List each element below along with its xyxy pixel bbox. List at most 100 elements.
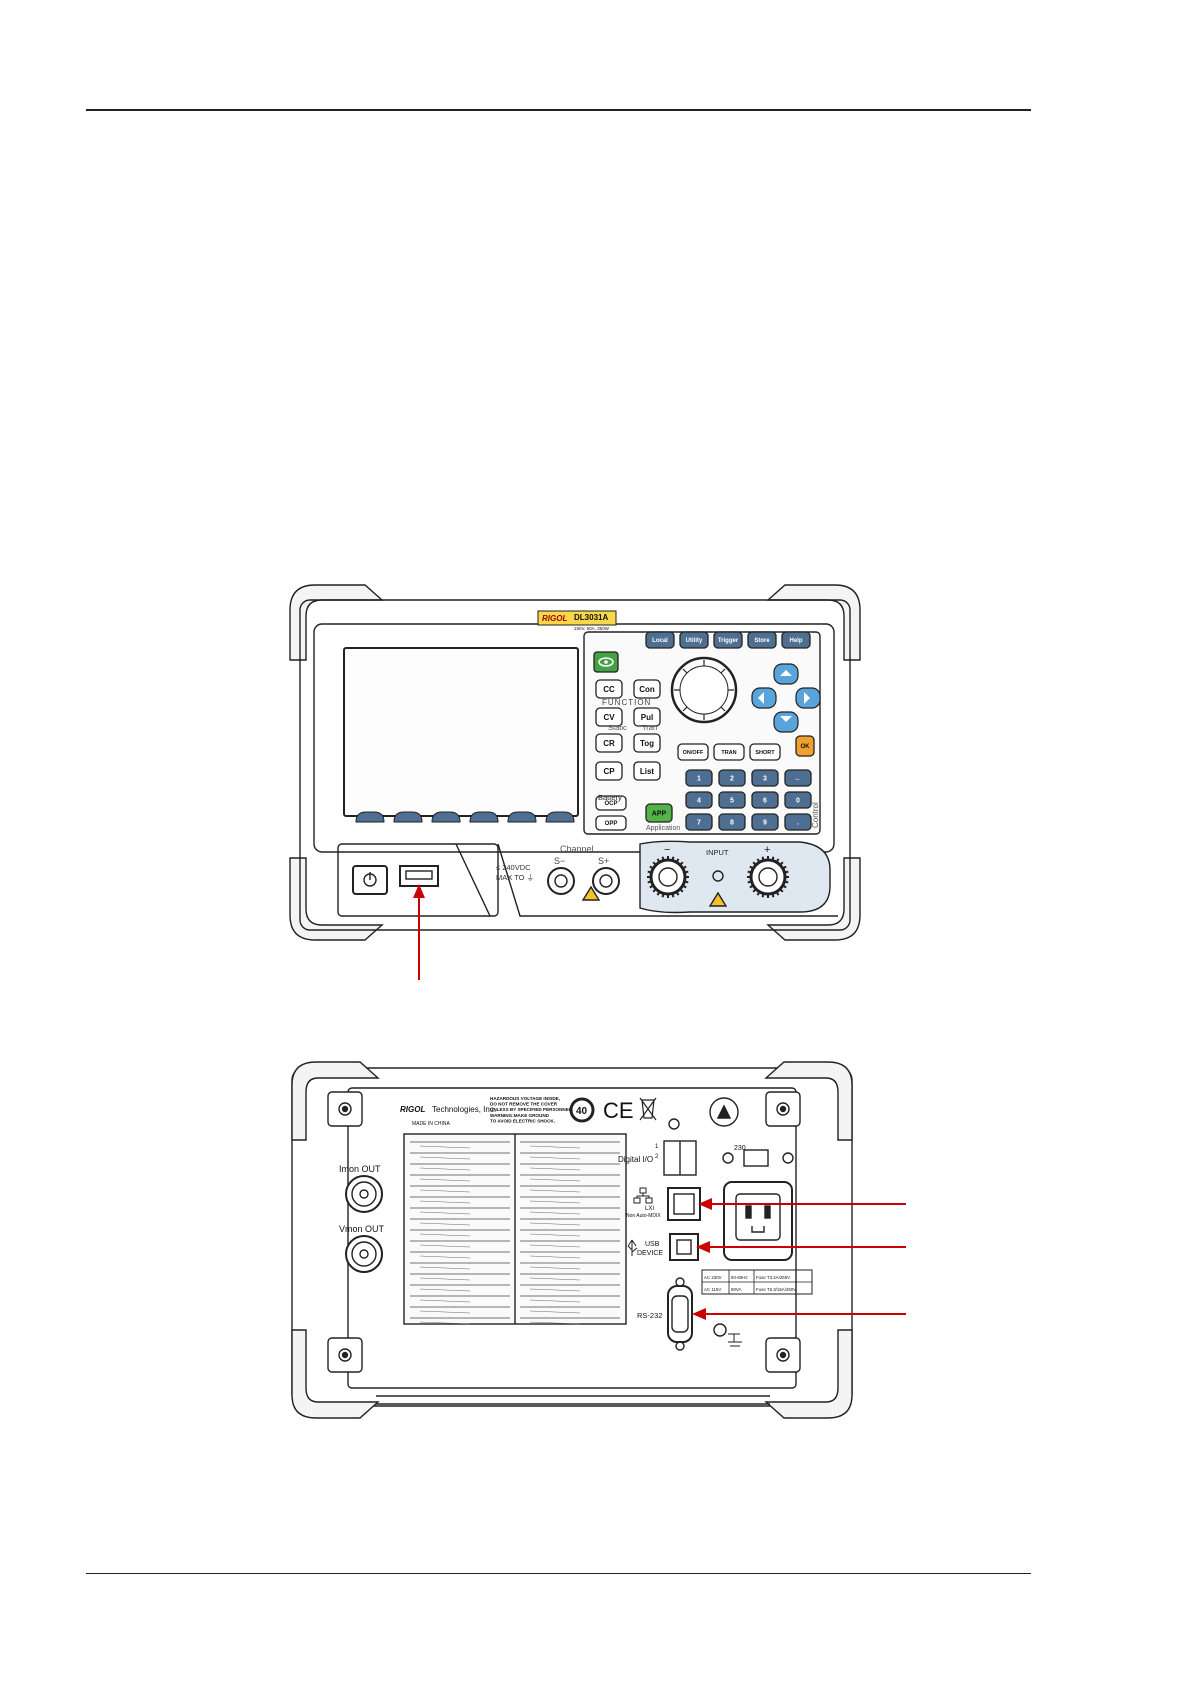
function-key-cr[interactable]: CR [595, 733, 623, 753]
control-label: Control [811, 802, 820, 828]
usb-label-line2: DEVICE [637, 1250, 663, 1257]
network-icon [633, 1187, 653, 1204]
weee-icon [639, 1097, 657, 1121]
static-label: Static [608, 723, 627, 732]
input-knob-teeth-1 [747, 856, 789, 898]
ocp-key[interactable]: OCP [595, 795, 627, 811]
arrow-left-key[interactable] [751, 687, 777, 709]
numpad-key-10[interactable]: 8 [718, 813, 746, 831]
arrow-down-key[interactable] [773, 711, 799, 733]
softkey-4[interactable] [469, 811, 499, 823]
top-key-help[interactable]: Help [781, 631, 811, 649]
arrow-down-icon [780, 716, 792, 722]
numpad-key-5-label: 4 [697, 797, 701, 804]
rear-inner-panel [347, 1087, 797, 1389]
usb-label-line1: USB [645, 1241, 660, 1248]
opp-key[interactable]: OPP [595, 815, 627, 831]
function-key-tog[interactable]: Tog [633, 733, 661, 753]
numpad-key-4[interactable]: ← [784, 769, 812, 787]
mode-key-tran[interactable]: TRAN [713, 743, 745, 761]
numpad-key-11[interactable]: 9 [751, 813, 779, 831]
bumper-bottom-left [291, 1329, 380, 1419]
function-key-pul[interactable]: Pul [633, 707, 661, 727]
model-spec: 150V, 60A, 350W [574, 626, 610, 631]
function-key-cr-label: CR [603, 739, 615, 748]
sense-plus-label: S+ [598, 856, 609, 866]
arrow-right-icon [804, 692, 810, 704]
eye-icon [598, 657, 614, 667]
top-key-local[interactable]: Local [645, 631, 675, 649]
numpad-key-9[interactable]: 7 [685, 813, 713, 831]
numpad-key-1[interactable]: 1 [685, 769, 713, 787]
digital-io-label: Digital I/O [618, 1155, 653, 1164]
ce-mark: CE [603, 1098, 634, 1123]
arrow-left-icon [758, 692, 764, 704]
softkey-1[interactable] [355, 811, 385, 823]
header-rule [86, 109, 1031, 111]
digital-io-pin-2: 2 [655, 1154, 659, 1160]
power-table-cell: Fuse T3.2A/250V [756, 1275, 790, 1280]
top-key-utility[interactable]: Utility [679, 631, 709, 649]
top-key-help-label: Help [789, 638, 802, 644]
model-name: DL3031A [574, 613, 608, 622]
footer-rule [86, 1573, 1031, 1574]
input-label: INPUT [706, 848, 729, 857]
rotary-knob [670, 656, 738, 724]
numpad-key-3-label: 3 [763, 775, 767, 782]
function-key-cp[interactable]: CP [595, 761, 623, 781]
numpad-key-4-label: ← [795, 775, 802, 782]
max-voltage-line2: MAX TO ⏚ [496, 873, 534, 882]
input-plus-sign: + [764, 844, 770, 856]
lan-sublabel: Non Auto-MDIX [626, 1213, 661, 1219]
numpad-key-12-label: . [797, 819, 799, 826]
app-key[interactable]: APP [645, 803, 673, 823]
imon-label: Imon OUT [339, 1164, 381, 1174]
front-housing [299, 599, 851, 931]
mode-key-short[interactable]: SHORT [749, 743, 781, 761]
softkey-6[interactable] [545, 811, 575, 823]
softkey-2[interactable] [393, 811, 423, 823]
function-key-con[interactable]: Con [633, 679, 661, 699]
numpad-key-6[interactable]: 5 [718, 791, 746, 809]
arrow-up-key[interactable] [773, 663, 799, 685]
function-key-cv[interactable]: CV [595, 707, 623, 727]
function-key-cc-label: CC [603, 685, 615, 694]
softkey-5[interactable] [507, 811, 537, 823]
rs232-label: RS-232 [637, 1311, 662, 1320]
function-key-list-label: List [640, 767, 655, 776]
application-label: Application [646, 825, 680, 832]
numpad-key-2[interactable]: 2 [718, 769, 746, 787]
voltage-select-label: 230 [734, 1145, 746, 1152]
numpad-key-3[interactable]: 3 [751, 769, 779, 787]
input-terminal-bay [639, 840, 831, 914]
ok-key[interactable]: OK [795, 735, 815, 757]
numpad-key-7[interactable]: 6 [751, 791, 779, 809]
function-key-tog-label: Tog [640, 739, 654, 748]
top-key-store[interactable]: Store [747, 631, 777, 649]
digital-io-pin-1: 1 [655, 1144, 659, 1150]
numpad-key-8[interactable]: 0 [784, 791, 812, 809]
top-key-utility-label: Utility [686, 638, 703, 644]
softkey-3[interactable] [431, 811, 461, 823]
usb-device-port [669, 1233, 699, 1261]
function-key-list[interactable]: List [633, 761, 661, 781]
ok-key-label: OK [801, 744, 811, 750]
top-key-trigger[interactable]: Trigger [713, 631, 743, 649]
warning-line-1: HAZARDOUS VOLTAGE INSIDE, [490, 1096, 560, 1101]
callout-arrow-usb [696, 1241, 906, 1253]
numpad-key-2-label: 2 [730, 775, 734, 782]
mode-key-onoff[interactable]: ON/OFF [677, 743, 709, 761]
display-toggle-button[interactable] [593, 651, 619, 673]
cert-40-label: 40 [576, 1106, 588, 1117]
numpad-key-5[interactable]: 4 [685, 791, 713, 809]
numpad-key-12[interactable]: . [784, 813, 812, 831]
sense-terminal-plus [592, 867, 620, 895]
imon-bnc-connector [345, 1175, 383, 1213]
vmon-bnc-connector [345, 1235, 383, 1273]
rear-panel-diagram: RIGOL Technologies, Inc. MADE IN CHINA H… [291, 1061, 906, 1419]
numpad-key-1-label: 1 [697, 775, 701, 782]
function-key-con-label: Con [639, 685, 655, 694]
function-key-cc[interactable]: CC [595, 679, 623, 699]
arrow-right-key[interactable] [795, 687, 821, 709]
